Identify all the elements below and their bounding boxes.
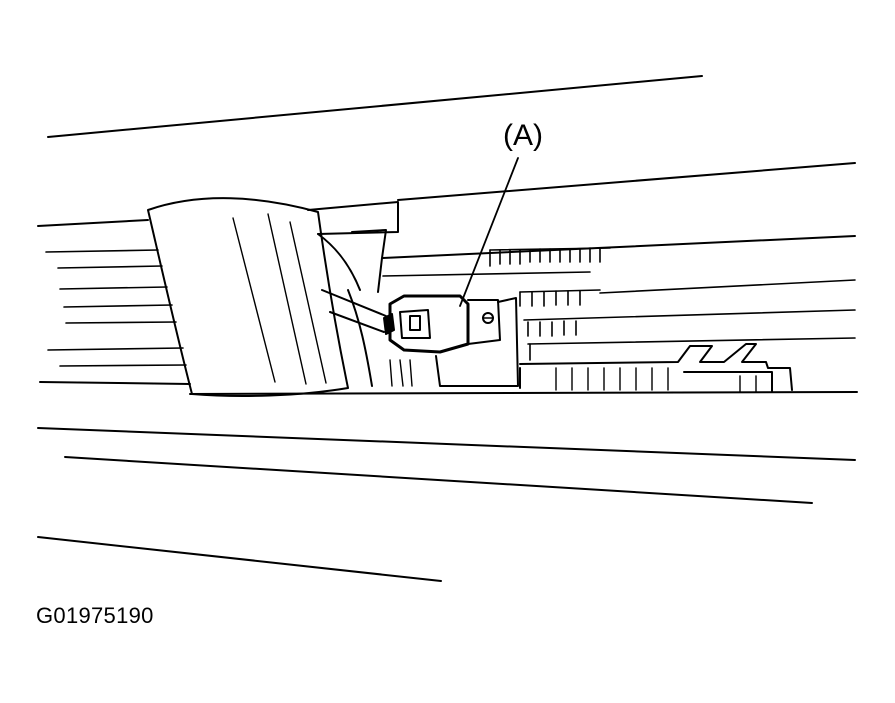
callout-label-a: (A) (503, 119, 543, 152)
connector-a (383, 294, 519, 387)
figure-id: G01975190 (36, 603, 154, 628)
mounting-arm (321, 289, 387, 333)
background-panel-lines (37, 75, 858, 582)
mount-bracket (307, 201, 413, 387)
lower-housing (519, 343, 793, 393)
radiator-fins (382, 247, 856, 361)
callout-leader-line (459, 157, 519, 307)
left-hatch-lines (45, 249, 187, 367)
cover-panel (147, 197, 349, 397)
